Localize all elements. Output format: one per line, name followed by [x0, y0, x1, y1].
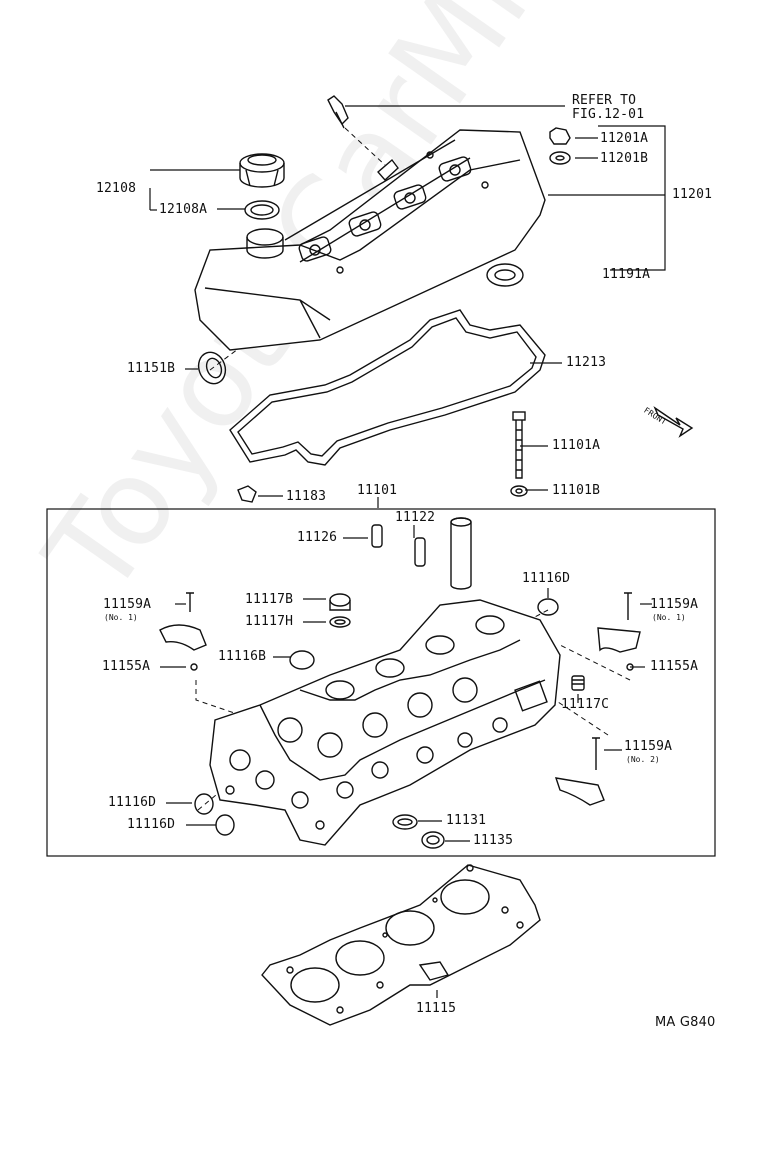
cover-nut: [549, 127, 571, 145]
label-11183[interactable]: 11183: [286, 489, 327, 504]
bolt-washer: [510, 485, 528, 497]
label-11116D-a[interactable]: 11116D: [108, 795, 157, 810]
cam-cap-right: [597, 592, 641, 671]
label-11201A[interactable]: 11201A: [600, 131, 649, 146]
label-11159A-right[interactable]: 11159A: [650, 597, 699, 612]
label-11101B[interactable]: 11101B: [552, 483, 601, 498]
label-11116D-b[interactable]: 11116D: [127, 817, 176, 832]
label-11117H[interactable]: 11117H: [245, 614, 294, 629]
front-arrow-icon: [653, 406, 694, 438]
label-11191A[interactable]: 11191A: [602, 267, 651, 282]
valve-cover: [194, 129, 546, 351]
label-12108[interactable]: 12108: [96, 181, 137, 196]
refer-line2: FIG.12-01: [572, 107, 645, 122]
label-11126[interactable]: 11126: [297, 530, 338, 545]
valve-spring: [571, 675, 585, 691]
cam-cap-left: [159, 592, 207, 671]
head-bolt: [512, 411, 526, 479]
label-11159A-no2[interactable]: 11159A: [624, 739, 673, 754]
label-11101A[interactable]: 11101A: [552, 438, 601, 453]
head-gasket: [261, 864, 541, 1026]
label-11116D-top[interactable]: 11116D: [522, 571, 571, 586]
valve-guide-parts: [371, 517, 472, 590]
cover-gasket: [229, 309, 546, 466]
cylinder-head: [209, 599, 561, 846]
label-11117B[interactable]: 11117B: [245, 592, 294, 607]
refer-line1: REFER TO: [572, 93, 637, 108]
cover-grommet: [549, 151, 571, 165]
label-11155A-right[interactable]: 11155A: [650, 659, 699, 674]
label-11101[interactable]: 11101: [357, 483, 398, 498]
expansion-plugs: [194, 793, 235, 836]
label-no1-left: (No. 1): [104, 613, 138, 622]
port-rings: [392, 814, 445, 849]
dashed-guides: [195, 127, 631, 811]
label-11201[interactable]: 11201: [672, 187, 713, 202]
label-11122[interactable]: 11122: [395, 510, 436, 525]
label-11115[interactable]: 11115: [416, 1001, 457, 1016]
label-11116B[interactable]: 11116B: [218, 649, 267, 664]
diagram-code: MA G840: [655, 1015, 716, 1030]
label-11135[interactable]: 11135: [473, 833, 514, 848]
head-subassembly-frame: [46, 508, 716, 857]
cam-cap-no2: [554, 737, 605, 806]
label-11117C[interactable]: 11117C: [561, 697, 610, 712]
label-12108A[interactable]: 12108A: [159, 202, 208, 217]
oil-filler-cap: [239, 153, 285, 188]
cap-gasket: [244, 200, 280, 220]
plug-seal: [486, 263, 524, 287]
label-no2: (No. 2): [626, 755, 660, 764]
label-11201B[interactable]: 11201B: [600, 151, 649, 166]
label-no1-right: (No. 1): [652, 613, 686, 622]
label-11213[interactable]: 11213: [566, 355, 607, 370]
valve-seals: [289, 593, 559, 670]
label-11159A-left[interactable]: 11159A: [103, 597, 152, 612]
label-11131[interactable]: 11131: [446, 813, 487, 828]
spark-seal: [197, 351, 227, 385]
pcv-valve: [327, 95, 349, 129]
label-11151B[interactable]: 11151B: [127, 361, 176, 376]
cam-plug: [237, 485, 257, 503]
leader-lines: [149, 105, 666, 998]
label-11155A-left[interactable]: 11155A: [102, 659, 151, 674]
